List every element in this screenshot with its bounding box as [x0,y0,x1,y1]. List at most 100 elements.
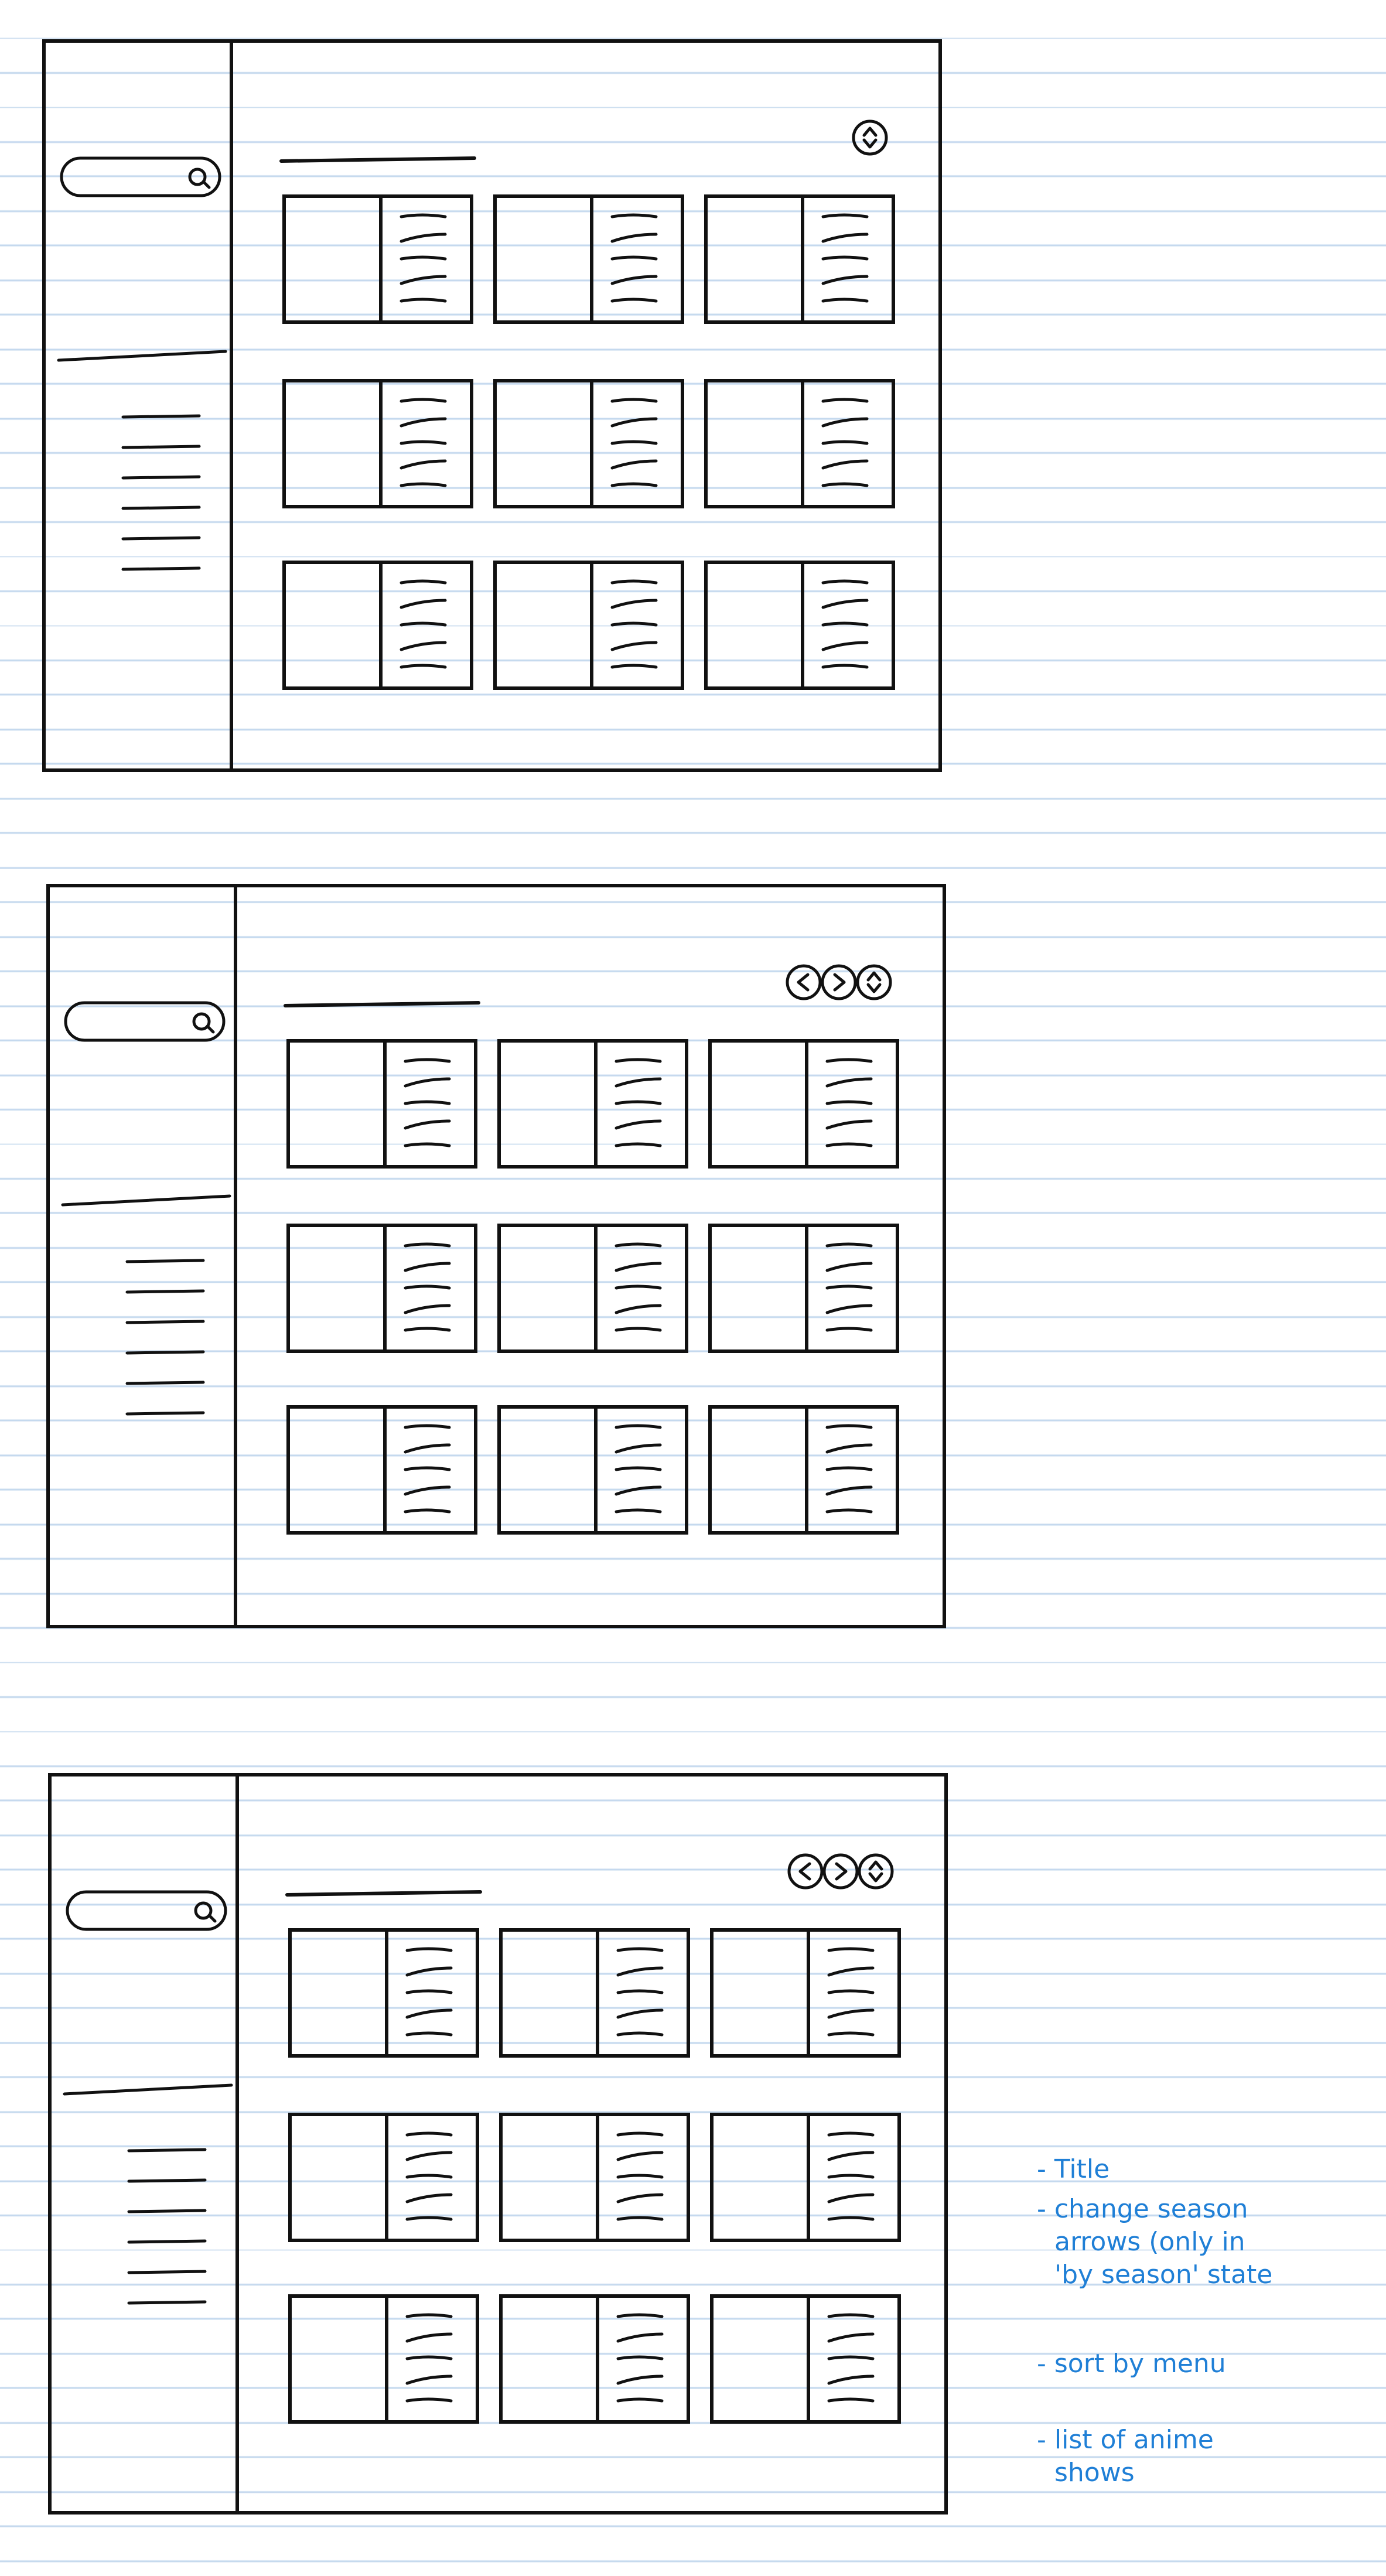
anime-card[interactable] [282,194,473,324]
search-icon-handle [207,1914,217,1923]
anime-card-text-line [827,2313,875,2318]
nav-divider [57,350,227,362]
anime-card-text-line [610,579,658,585]
anime-card-text-line [400,213,447,218]
anime-card[interactable] [497,1405,688,1535]
anime-card[interactable] [288,2113,479,2242]
anime-card-border [710,1928,901,2058]
anime-card[interactable] [499,1928,690,2058]
anime-card-text-line [825,1142,873,1147]
anime-card-border [708,1039,899,1169]
anime-card[interactable] [499,2113,690,2242]
anime-card[interactable] [704,561,895,690]
anime-card[interactable] [493,561,684,690]
anime-card[interactable] [708,1405,899,1535]
genre-filters [121,414,201,571]
genre-filters [125,1259,205,1416]
chevron-right-icon-glyph [835,1862,848,1881]
anime-card[interactable] [286,1224,477,1353]
chevron-left-icon-ring [786,964,822,1000]
anime-card-text-line [615,1327,662,1332]
anime-card-text-line [615,1262,662,1272]
anime-list [282,194,895,690]
sort-icon[interactable] [858,1853,894,1890]
anime-card-border [493,379,684,508]
anime-card-text-line [405,2193,453,2203]
anime-card-text-line [400,275,447,285]
anime-card-text-line [404,1485,451,1496]
anime-card[interactable] [288,1928,479,2058]
sort-icon-down [868,1872,883,1883]
anime-card-text-line [400,255,447,261]
anime-card-text-line [615,1058,662,1063]
genre-option-line [121,414,201,419]
anime-card[interactable] [497,1039,688,1169]
controls [786,964,892,1000]
anime-card-text-line [827,1947,875,1952]
anime-card-border [286,1405,477,1535]
search-icon [192,1012,215,1034]
anime-card-text-line [821,440,869,445]
anime-card[interactable] [708,1224,899,1353]
anime-card-text-line [610,398,658,403]
genre-option-line [125,1350,205,1355]
page-border [48,1773,948,2514]
anime-card-text-line [827,2174,875,2179]
chevron-left-icon-glyph [798,1862,811,1881]
anime-card-text-line [616,2375,664,2385]
sort-icon[interactable] [852,119,888,156]
anime-card-text-line [405,2008,453,2019]
sort-icon[interactable] [856,964,892,1000]
anime-card-text-line [400,599,447,609]
anime-card-text-line [616,1947,664,1952]
anime-card-text-line [827,2031,875,2037]
anime-card-text-line [821,579,869,585]
anime-card-text-line [827,2332,875,2343]
anime-card[interactable] [710,1928,901,2058]
sort-icon-ring [858,1853,894,1890]
anime-card-border [286,1224,477,1353]
chevron-left-icon[interactable] [786,964,822,1000]
anime-card[interactable] [710,2294,901,2424]
anime-card[interactable] [286,1039,477,1169]
anime-card-text-line [615,1142,662,1147]
anime-card[interactable] [708,1039,899,1169]
anime-card[interactable] [704,194,895,324]
anime-card-text-line [827,2131,875,2137]
side-nav [61,1001,231,1416]
controls [787,1853,894,1890]
anime-card-text-line [821,459,869,470]
sort-icon-up [866,971,882,982]
anime-card-text-line [610,298,658,303]
anime-card[interactable] [704,379,895,508]
anime-card[interactable] [288,2294,479,2424]
anime-card-text-line [616,2174,664,2179]
anime-card-text-line [821,398,869,403]
chevron-left-icon[interactable] [787,1853,824,1890]
anime-card-text-line [400,298,447,303]
genre-option-line [121,445,201,449]
anime-card-text-line [610,664,658,669]
genre-option-line [127,2270,207,2274]
anime-card[interactable] [282,379,473,508]
anime-card-text-line [404,1262,451,1272]
anime-card-text-line [827,2397,875,2403]
anime-card[interactable] [710,2113,901,2242]
anime-card[interactable] [493,379,684,508]
anime-card-border [288,2113,479,2242]
sort-icon-up [862,127,878,137]
anime-card[interactable] [282,561,473,690]
anime-card[interactable] [497,1224,688,1353]
anime-card-text-line [404,1100,451,1105]
anime-card[interactable] [286,1405,477,1535]
anime-card-text-line [405,2332,453,2343]
anime-card-text-line [615,1100,662,1105]
anime-card-text-line [404,1142,451,1147]
anime-card-text-line [825,1508,873,1514]
anime-card[interactable] [493,194,684,324]
chevron-right-icon[interactable] [822,1853,859,1890]
chevron-right-icon[interactable] [821,964,857,1000]
anime-card-text-line [610,213,658,218]
anime-card[interactable] [499,2294,690,2424]
